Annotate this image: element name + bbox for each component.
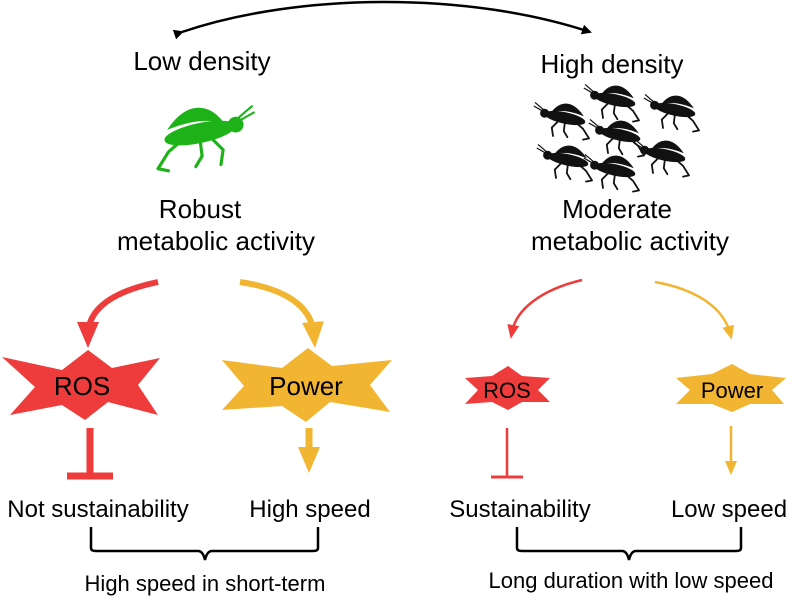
right-power-arrow — [654, 280, 735, 340]
left-ros-arrow — [77, 279, 159, 348]
right-power-label: Power — [701, 378, 763, 403]
right-power-star — [676, 364, 786, 412]
right-activity-line2: metabolic activity — [531, 226, 729, 256]
left-ros-outcome: Not sustainability — [7, 496, 188, 523]
left-power-outcome: High speed — [249, 496, 370, 523]
left-power-star — [222, 348, 392, 422]
left-ros-label: ROS — [54, 371, 110, 401]
right-summary: Long duration with low speed — [489, 568, 774, 593]
green-locust-icon — [156, 104, 257, 173]
right-ros-outcome: Sustainability — [449, 496, 590, 523]
left-summary: High speed in short-term — [85, 571, 326, 596]
density-switch-arrow — [172, 0, 592, 40]
left-activity-line1: Robust — [159, 194, 242, 224]
left-power-label: Power — [269, 371, 343, 401]
right-brace — [515, 527, 743, 561]
right-activity-line1: Moderate — [562, 194, 672, 224]
low-density-label: Low density — [133, 46, 270, 76]
high-density-label: High density — [540, 49, 683, 79]
right-ros-arrow — [507, 278, 583, 339]
right-ros-star — [465, 366, 550, 410]
left-ros-star — [2, 350, 160, 420]
right-ros-label: ROS — [483, 378, 531, 403]
left-brace — [89, 527, 320, 561]
locust-swarm-icon — [532, 83, 700, 193]
left-activity-line2: metabolic activity — [117, 226, 315, 256]
right-power-outcome: Low speed — [671, 496, 787, 523]
left-power-arrow — [239, 279, 324, 348]
